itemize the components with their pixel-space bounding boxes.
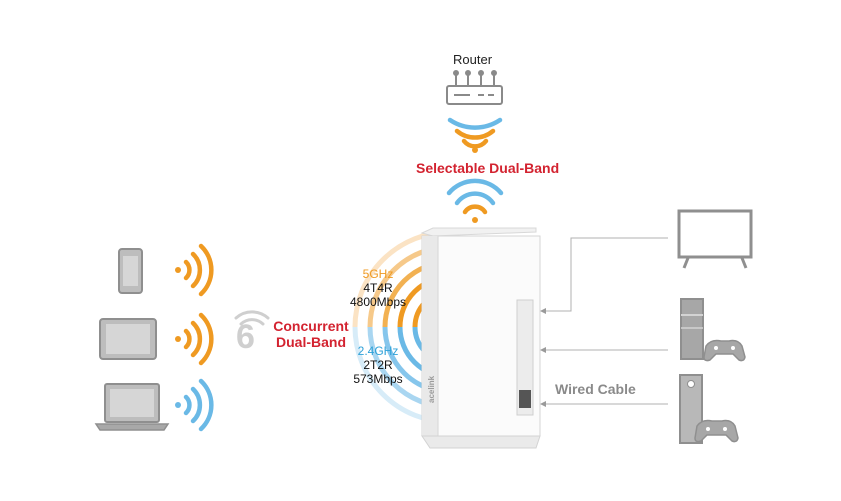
wifi-icon [175,243,214,297]
router-label: Router [453,52,493,67]
wifi-icon [447,117,503,153]
cable-arrowheads [540,308,546,407]
wifi-icon [446,178,504,223]
laptop-icon [94,383,170,431]
wifi6-icon [234,310,270,326]
tv-icon [677,209,753,269]
game-console-icon [680,298,704,360]
concurrent-line-2: Dual-Band [276,334,346,351]
band-5ghz-speed: 4800Mbps [349,294,407,309]
wifi6-glyph: 6 [236,318,255,356]
tablet-icon [99,318,157,360]
wifi-icon [175,312,214,366]
smartphone-icon [118,248,143,294]
device-brand-logo: acelink [427,375,436,403]
concurrent-dual-band-label: Concurrent Dual-Band [273,318,349,350]
selectable-dual-band-label: Selectable Dual-Band [416,160,560,176]
mesh-device [420,227,541,449]
band-5ghz-streams: 4T4R [363,280,393,295]
band-5ghz-frequency: 5GHz [362,267,394,281]
router-icon [446,70,503,105]
band-5ghz-spec: 5GHz 4T4R 4800Mbps [346,267,410,309]
gamepad-icon [694,419,739,443]
band-24ghz-speed: 573Mbps [353,371,403,386]
wifi-icon [175,378,214,432]
band-24ghz-streams: 2T2R [363,357,393,372]
wired-connections [545,237,668,405]
gamepad-icon [703,339,746,362]
concurrent-line-1: Concurrent [273,318,349,334]
wired-cable-label: Wired Cable [555,381,636,397]
band-24ghz-spec: 2.4GHz 2T2R 573Mbps [346,344,410,386]
band-24ghz-frequency: 2.4GHz [357,344,399,358]
